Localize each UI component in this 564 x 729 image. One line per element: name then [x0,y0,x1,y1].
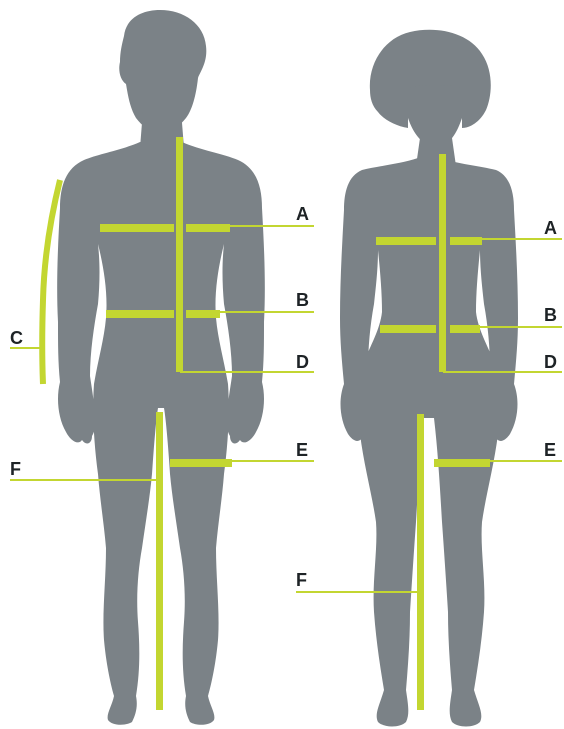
man-inseam-line [156,412,163,710]
woman-bust-band-right [450,237,482,245]
man-label-e: E [296,440,308,460]
woman-thigh-band [434,459,490,467]
woman-label-b: B [544,305,557,325]
woman-label-a: A [544,218,557,238]
man-thigh-band [170,459,232,467]
man-waist-band-right [186,310,220,318]
man-label-b: B [296,290,309,310]
woman-waist-band-right [450,325,480,333]
woman-measurement-lines [296,154,562,710]
man-label-a: A [296,204,309,224]
man-label-f: F [10,459,21,479]
woman-figure [340,30,518,727]
woman-waist-band-left [380,325,436,333]
man-chest-band-left [100,224,174,232]
man-chest-band-right [186,224,230,232]
man-label-d: D [296,352,309,372]
woman-torso-line [439,154,446,372]
man-label-c: C [10,328,23,348]
woman-label-f: F [296,570,307,590]
woman-inseam-line [417,414,424,710]
woman-label-d: D [544,352,557,372]
man-torso-line [176,137,183,372]
woman-bust-band-left [376,237,436,245]
woman-label-e: E [544,440,556,460]
man-waist-band-left [106,310,174,318]
